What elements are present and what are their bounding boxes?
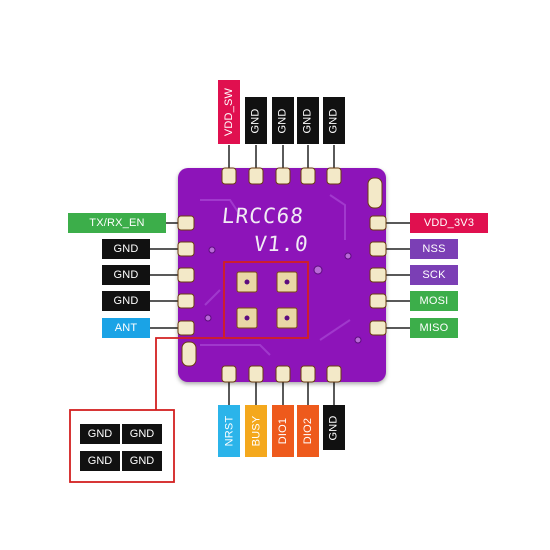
- pin-bottom-5: GND: [323, 405, 345, 450]
- pin-top-2: GND: [245, 97, 267, 144]
- pin-top-4: GND: [297, 97, 319, 144]
- center-pad-gnd-1: GND: [80, 424, 120, 444]
- pin-left-4: GND: [102, 291, 150, 311]
- pin-left-3: GND: [102, 265, 150, 285]
- pin-top-3: GND: [272, 97, 294, 144]
- pin-right-2: NSS: [410, 239, 458, 259]
- pin-bottom-2: BUSY: [245, 405, 267, 457]
- pin-right-1: VDD_3V3: [410, 213, 488, 233]
- pin-left-1: TX/RX_EN: [68, 213, 166, 233]
- center-pad-gnd-4: GND: [122, 451, 162, 471]
- board-version-silkscreen: V1.0: [253, 232, 310, 256]
- pin-top-5: GND: [323, 97, 345, 144]
- pin-left-2: GND: [102, 239, 150, 259]
- pin-right-4: MOSI: [410, 291, 458, 311]
- pin-bottom-1: NRST: [218, 405, 240, 457]
- pin-top-1: VDD_SW: [218, 80, 240, 144]
- pin-left-5: ANT: [102, 318, 150, 338]
- pin-right-3: SCK: [410, 265, 458, 285]
- pin-bottom-3: DIO1: [272, 405, 294, 457]
- pin-bottom-4: DIO2: [297, 405, 319, 457]
- center-pad-gnd-3: GND: [80, 451, 120, 471]
- pin-right-5: MISO: [410, 318, 458, 338]
- board-name-silkscreen: LRCC68: [221, 204, 305, 228]
- center-pad-gnd-2: GND: [122, 424, 162, 444]
